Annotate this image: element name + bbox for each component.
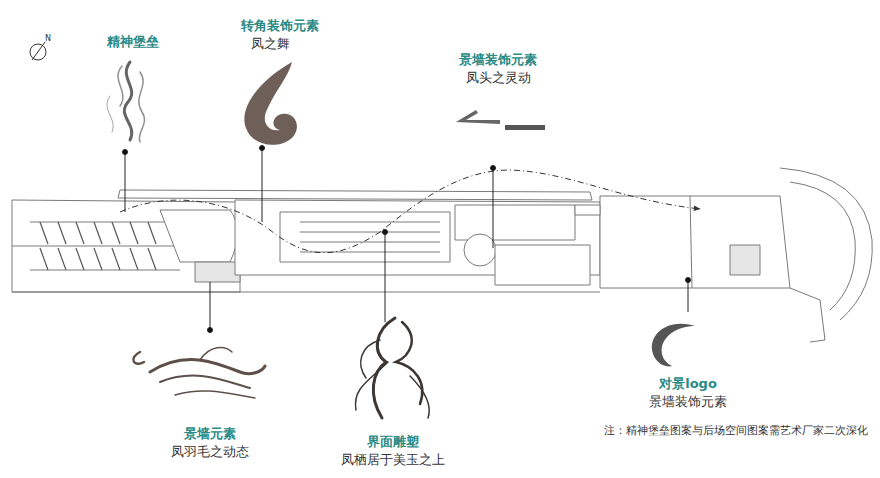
interface-sculpture-pattern	[355, 318, 429, 418]
leader-lines	[123, 146, 691, 333]
vista-logo-shape	[652, 324, 695, 367]
route-line	[120, 170, 700, 253]
building-plan	[12, 168, 872, 342]
callout-subtitle: 凤栖居于美玉之上	[341, 452, 445, 468]
spirit-fortress-pattern	[107, 62, 145, 142]
callout-subtitle: 景墙装饰元素	[649, 394, 727, 410]
callout-title: 界面雕塑	[367, 434, 419, 450]
callout-title: 对景logo	[659, 376, 717, 392]
phoenix-dance-shape	[244, 62, 297, 145]
phoenix-feather-pattern	[133, 347, 265, 398]
north-label: N	[45, 34, 51, 44]
callout-title: 景墙元素	[184, 426, 236, 442]
callout-subtitle: 凤之舞	[251, 36, 290, 52]
phoenix-head-shape	[456, 110, 545, 130]
callout-title: 精神堡垒	[107, 34, 159, 50]
callout-title: 转角装饰元素	[241, 18, 319, 34]
callout-subtitle: 凤头之灵动	[466, 70, 531, 86]
callout-subtitle: 凤羽毛之动态	[171, 444, 249, 460]
north-arrow	[30, 42, 46, 60]
callout-title: 景墙装饰元素	[459, 52, 537, 68]
note-text: 注：精神堡垒图案与后场空间图案需艺术厂家二次深化	[604, 424, 868, 437]
